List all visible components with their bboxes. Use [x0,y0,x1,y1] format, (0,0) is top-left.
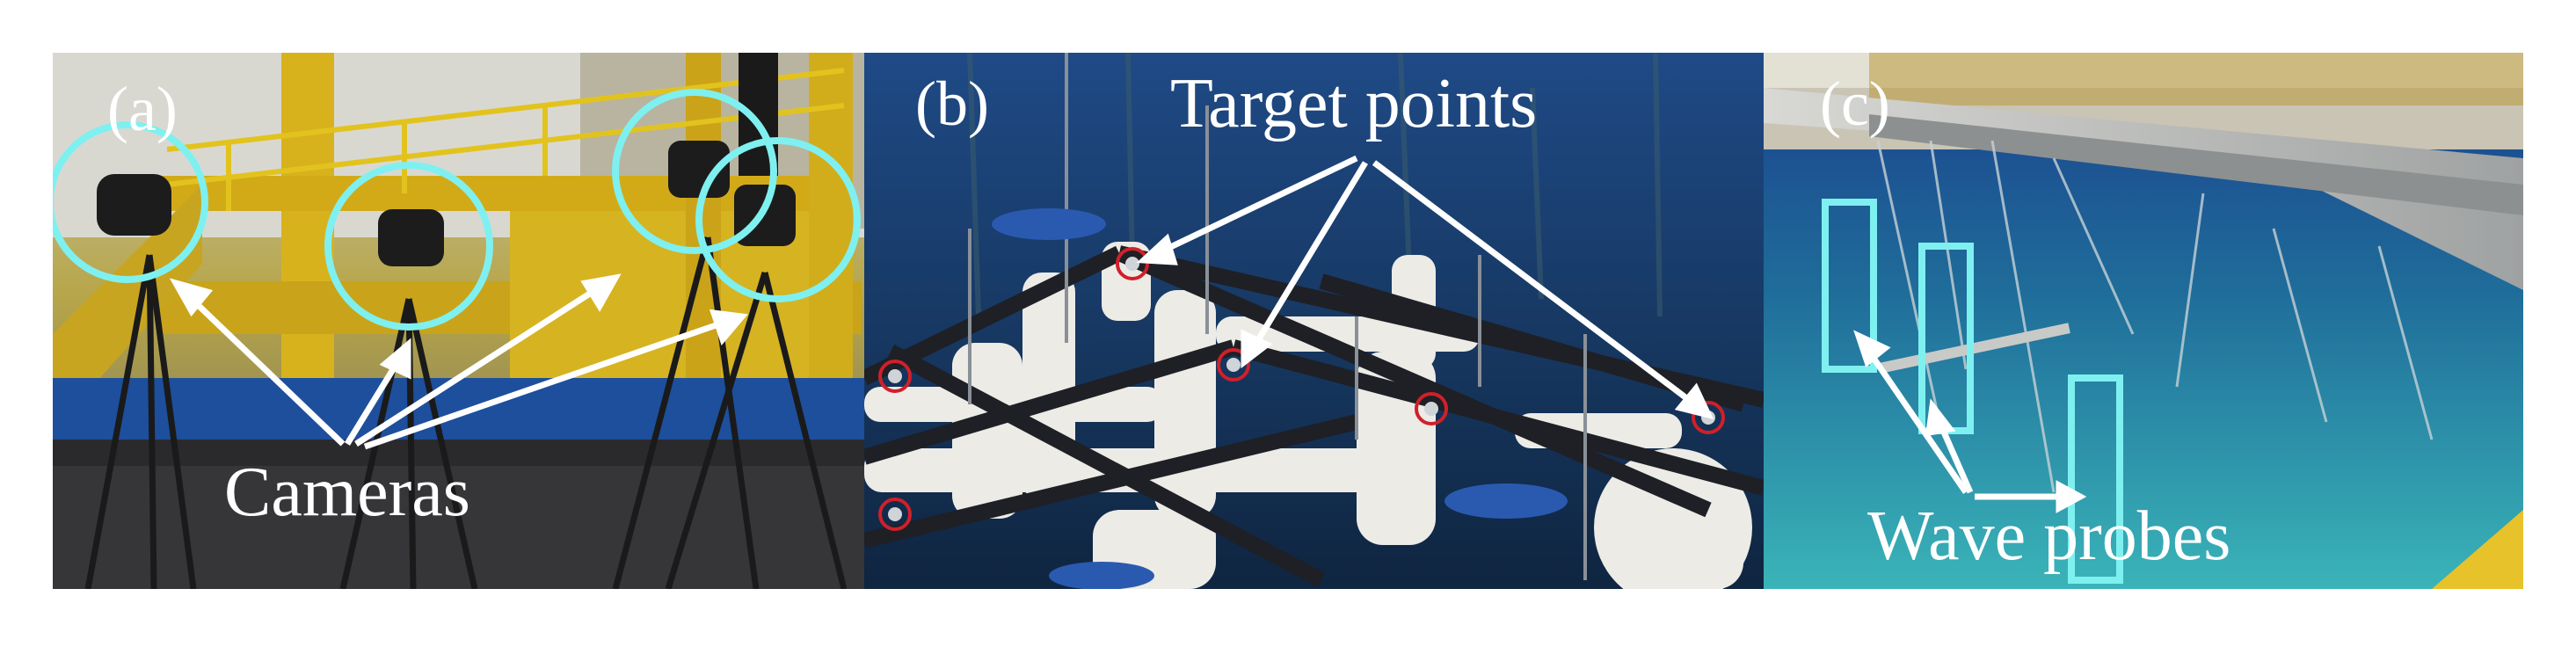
target-marker [878,498,912,531]
panel-target-points: (b) Target points [864,53,1764,589]
camera-highlight-circle [612,89,777,254]
wave-probes-caption: Wave probes [1867,498,2231,575]
panel-cameras: (a) Cameras [53,53,864,589]
target-marker [878,360,912,393]
target-marker [1116,247,1149,280]
panel-label-b: (b) [915,69,989,139]
target-points-photo [864,53,1764,589]
camera-highlight-circle [53,121,208,283]
cameras-photo [53,53,864,589]
wave-probes-photo [1764,53,2523,589]
panel-wave-probes: (c) Wave probes [1764,53,2523,589]
panel-label-a: (a) [107,74,178,144]
target-marker [1415,392,1448,425]
cameras-caption: Cameras [224,454,470,531]
target-points-caption: Target points [1170,65,1538,142]
target-marker [1217,348,1250,382]
target-marker [1692,401,1725,434]
probe-highlight-box [1822,199,1877,373]
panel-label-c: (c) [1820,69,1890,139]
camera-highlight-circle [324,162,493,331]
camera-highlight-circle [695,137,861,302]
probe-highlight-box [2068,374,2123,584]
